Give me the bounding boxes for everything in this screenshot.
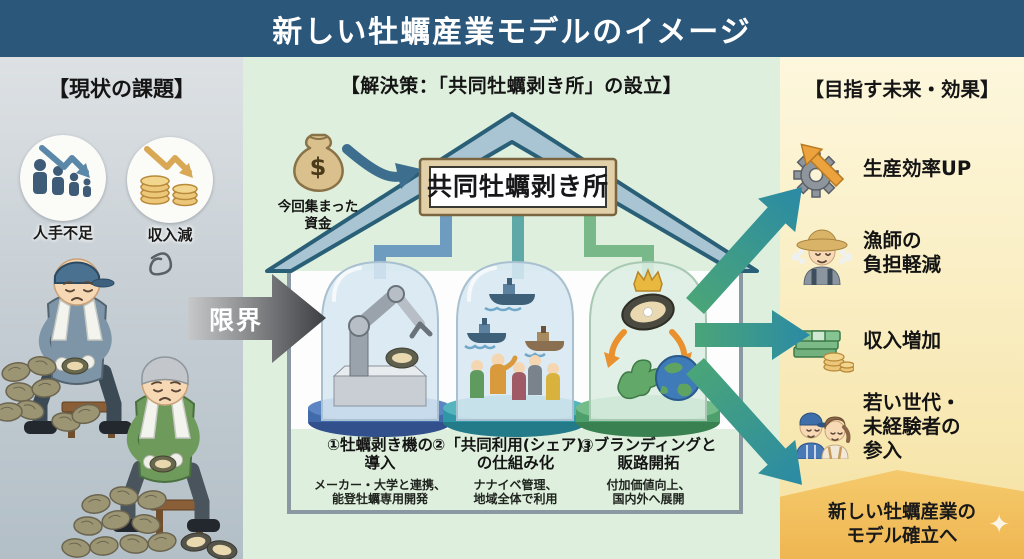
future-effects-header: 【目指す未来・効果】 [804, 78, 1000, 101]
solution-1-caption: ①牡蠣剥き機の 導入 メーカー・大学と連携、 能登牡蠣専用開発 [295, 436, 465, 507]
facility-sign-label: 共同牡蠣剥き所 [426, 172, 609, 201]
effect-income-increase: 収入増加 [790, 309, 1018, 373]
solution-1-desc: メーカー・大学と連携、 能登牡蠣専用開発 [313, 477, 446, 507]
sparkle-icon: ✦ [988, 510, 1010, 540]
elderly-fishermen-illustration [0, 252, 238, 559]
goal-text: 新しい牡蠣産業の モデル確立へ [827, 501, 976, 547]
issue-income-decline: 収入減 [127, 137, 213, 244]
solution-3-caption: ③ブランディングと 販路開拓 付加価値向上、 国内外へ展開 [561, 436, 736, 507]
people-group [470, 353, 560, 400]
young-workers-icon [795, 412, 851, 459]
current-issues-header: 【現状の課題】 [48, 77, 195, 101]
issue-label: 人手不足 [32, 224, 94, 242]
facility-sign-frame [418, 157, 618, 217]
boat [484, 278, 535, 312]
effect-burden-relief: 漁師の 負担軽減 [790, 221, 1018, 285]
solution-2-title: ②「共同利用(シェア)」 の仕組み化 [432, 436, 599, 472]
boat [464, 318, 507, 350]
solution-panel: $ [243, 57, 780, 559]
fund-label: 今回集まった 資金 [277, 199, 359, 232]
limit-arrow-label: 限界 [208, 306, 263, 335]
future-effects-panel: 【目指す未来・効果】 生産効率UP [780, 57, 1024, 559]
shucking-facility-illustration: $ [265, 112, 759, 514]
relieved-fisherman-icon [792, 229, 852, 285]
effect-productivity: 生産効率UP [790, 137, 1018, 201]
money-bag-icon: $ [293, 133, 344, 192]
crown-icon [633, 267, 663, 292]
robot-arm-oyster-icon [308, 260, 452, 437]
branded-oyster-globe-icon [576, 260, 720, 437]
effect-label: 漁師の 負担軽減 [863, 229, 942, 276]
solution-header: 【解決策：「共同牡蠣剥き所」の設立】 [340, 75, 683, 97]
effect-label: 生産効率UP [863, 157, 972, 181]
solution-2-caption: ②「共同利用(シェア)」 の仕組み化 ナナイベ管理、 地域全体で利用 [413, 436, 618, 507]
effect-label: 収入増加 [863, 329, 942, 353]
solution-3-desc: 付加価値向上、 国内外へ展開 [606, 477, 691, 507]
effect-label: 若い世代・ 未経験者の 参入 [863, 391, 961, 462]
issue-labor-shortage: 人手不足 [20, 135, 106, 242]
solution-2-desc: ナナイベ管理、 地域全体で利用 [473, 477, 558, 507]
oyster-pile [0, 353, 238, 559]
boat [524, 326, 565, 358]
coins-decline-icon [140, 146, 198, 207]
issue-label: 収入減 [147, 226, 193, 244]
people-decline-icon [33, 145, 91, 197]
svg-text:$: $ [310, 153, 327, 181]
gear-up-arrow-icon [793, 143, 845, 198]
limit-arrow: 限界 [188, 270, 328, 367]
solution-1-title: ①牡蠣剥き機の 導入 [326, 436, 434, 472]
fund-arrow-icon [342, 144, 421, 189]
boats-community-icon [443, 260, 587, 437]
effect-young-entrants: 若い世代・ 未経験者の 参入 [790, 391, 1018, 462]
title-banner: 新しい牡蠣産業モデルのイメージ [0, 0, 1024, 59]
solution-3-title: ③ブランディングと 販路開拓 [580, 436, 717, 472]
limit-arrow-shape [188, 274, 326, 363]
fisherman-one [24, 258, 132, 438]
sigh-squiggle-icon [149, 252, 173, 276]
fisherman-two [112, 356, 220, 536]
flow-arrows-icon [686, 187, 810, 485]
page-title: 新しい牡蠣産業モデルのイメージ [272, 14, 752, 50]
